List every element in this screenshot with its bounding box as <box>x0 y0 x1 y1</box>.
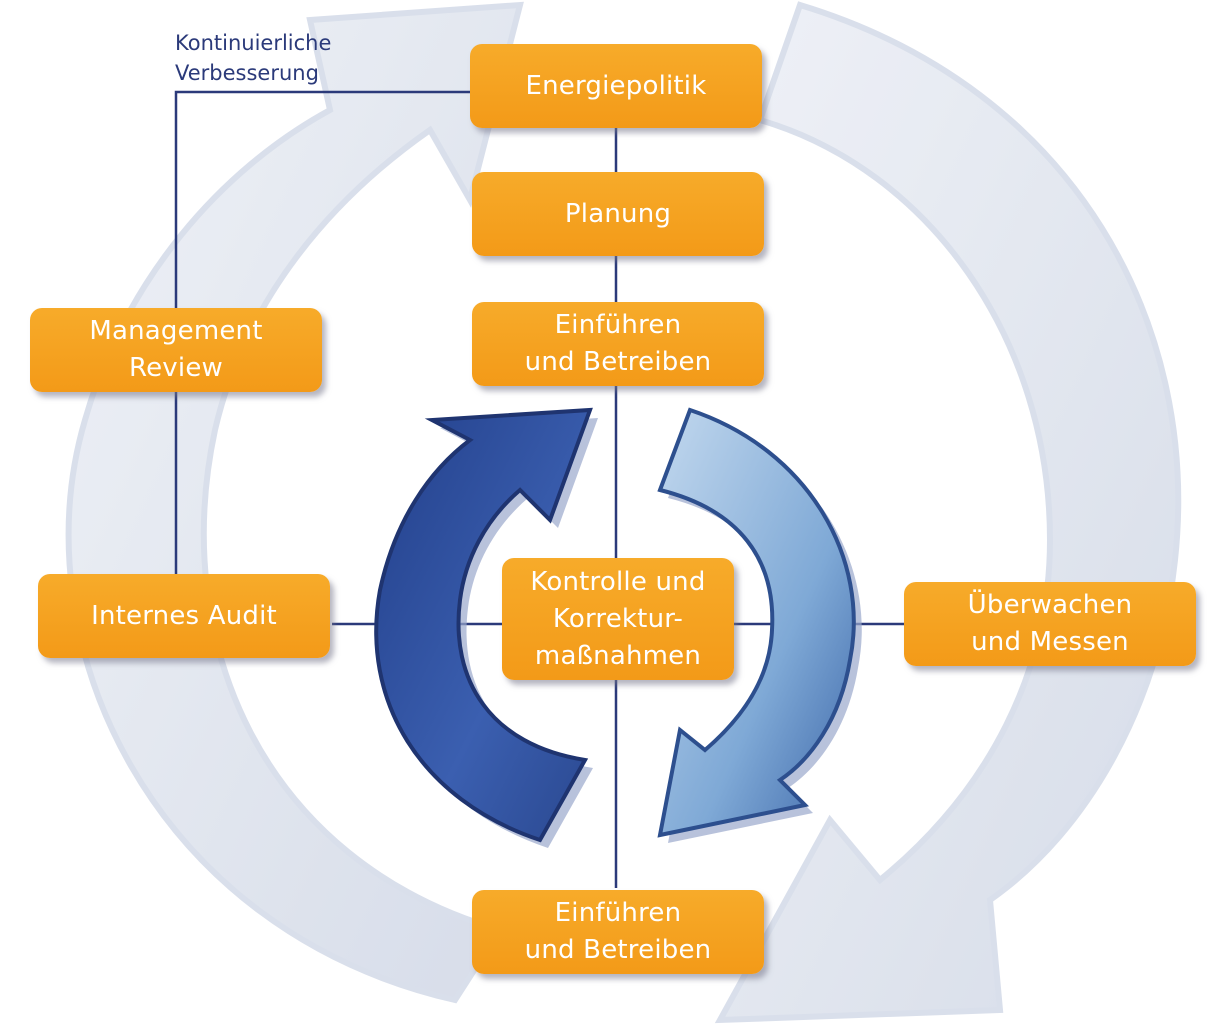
background-arrow-left <box>65 1 524 1004</box>
step-einfuehren-unten: Einführen und Betreiben <box>472 890 764 974</box>
step-planung: Planung <box>472 172 764 256</box>
step-management-review-label: Management Review <box>89 316 263 383</box>
background-arrow-right <box>714 1 1182 1024</box>
step-kontrolle-label: Kontrolle und Korrektur- maßnahmen <box>530 566 706 671</box>
step-kontrolle: Kontrolle und Korrektur- maßnahmen <box>502 558 734 680</box>
step-internes-audit-label: Internes Audit <box>91 600 277 631</box>
step-planung-label: Planung <box>564 198 672 229</box>
step-einfuehren-oben: Einführen und Betreiben <box>472 302 764 386</box>
continuous-improvement-label: Kontinuierliche Verbesserung <box>175 31 332 85</box>
step-ueberwachen-label: Überwachen und Messen <box>967 590 1133 657</box>
step-einfuehren-unten-label: Einführen und Betreiben <box>524 898 712 965</box>
inner-arrow-up <box>374 407 598 848</box>
connector-review-line <box>174 90 472 575</box>
step-internes-audit: Internes Audit <box>38 574 330 658</box>
step-einfuehren-oben-label: Einführen und Betreiben <box>524 310 712 377</box>
step-management-review: Management Review <box>30 308 322 392</box>
inner-arrow-down <box>657 407 862 843</box>
background-cycle-arrows <box>65 1 1182 1024</box>
step-energiepolitik-label: Energiepolitik <box>525 70 707 101</box>
step-energiepolitik: Energiepolitik <box>470 44 762 128</box>
step-ueberwachen: Überwachen und Messen <box>904 582 1196 666</box>
